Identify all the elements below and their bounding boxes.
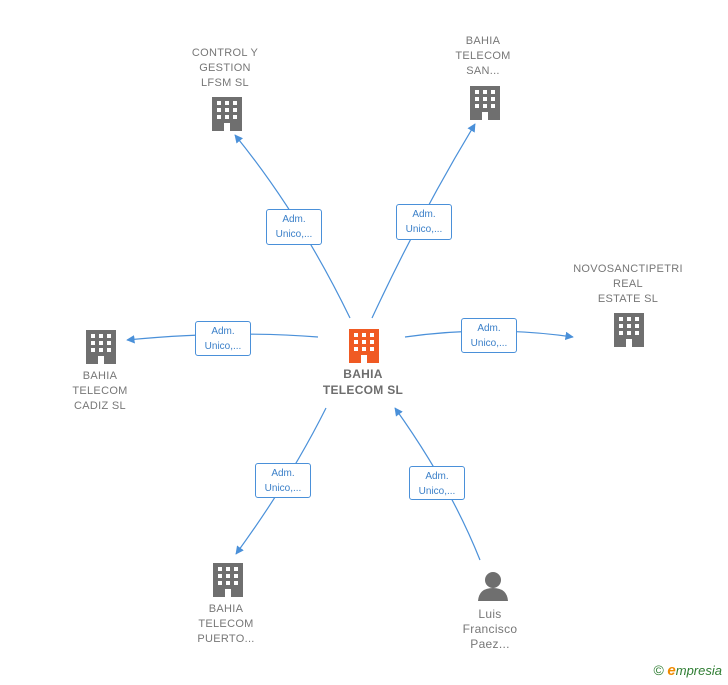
building-icon — [86, 330, 116, 364]
person-icon — [478, 572, 508, 601]
brand-initial: e — [667, 662, 676, 679]
node-luis-francisco-paez[interactable]: Luis Francisco Paez... — [462, 607, 518, 651]
node-bahia-telecom-cadiz[interactable]: BAHIA TELECOM CADIZ SL — [72, 370, 128, 412]
building-icon — [349, 329, 379, 363]
building-icon — [213, 563, 243, 597]
brand-name-rest: mpresia — [675, 663, 722, 678]
edge-label-to-novo[interactable]: Adm. Unico,... — [461, 318, 517, 353]
node-bahia-telecom-puerto[interactable]: BAHIA TELECOM PUERTO... — [197, 603, 255, 645]
edge-label-to-san[interactable]: Adm. Unico,... — [396, 204, 452, 240]
edge-label-to-cadiz[interactable]: Adm. Unico,... — [195, 321, 251, 356]
edge-label-from-luis[interactable]: Adm. Unico,... — [409, 466, 465, 500]
center-company-name[interactable]: BAHIA TELECOM SL — [322, 367, 404, 397]
node-novosanctipetri[interactable]: NOVOSANCTIPETRI REAL ESTATE SL — [573, 263, 683, 305]
copyright-symbol: © — [653, 662, 664, 678]
edge-label-to-control[interactable]: Adm. Unico,... — [266, 209, 322, 245]
building-icon — [212, 97, 242, 131]
building-icon — [470, 86, 500, 120]
node-control-y-gestion[interactable]: CONTROL Y GESTION LFSM SL — [191, 47, 259, 89]
building-icon — [614, 313, 644, 347]
node-bahia-telecom-san[interactable]: BAHIA TELECOM SAN... — [455, 35, 511, 77]
edge-label-to-puerto[interactable]: Adm. Unico,... — [255, 463, 311, 498]
empresia-logo[interactable]: © empresia — [653, 662, 722, 679]
